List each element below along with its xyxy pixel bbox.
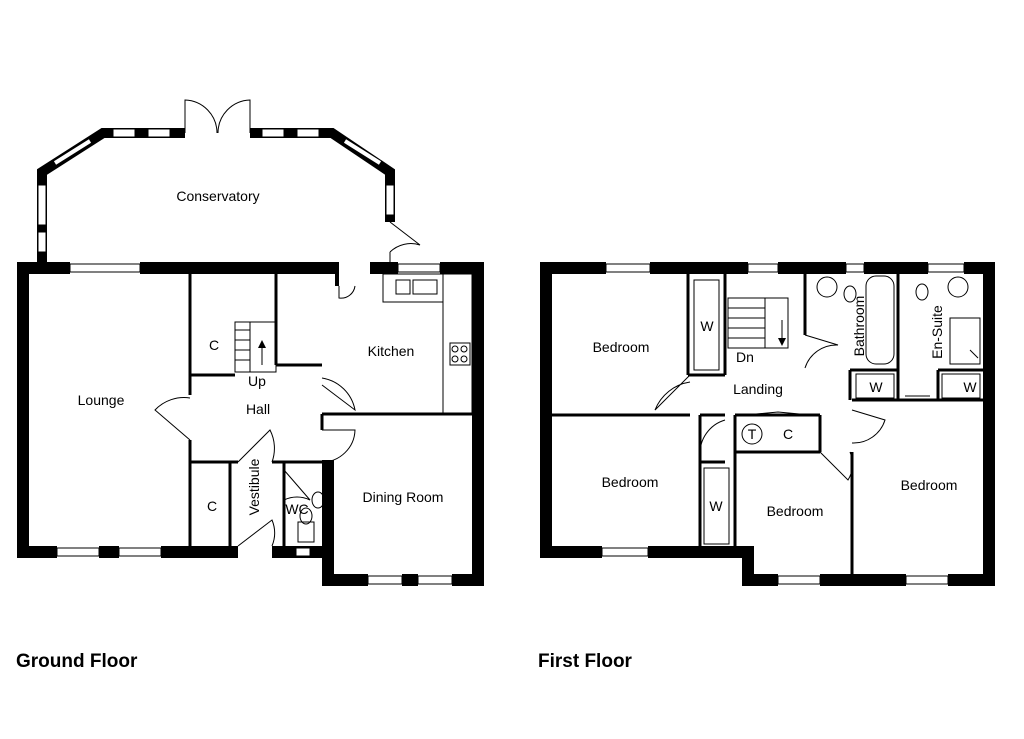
conservatory-frame (37, 99, 421, 262)
room-label-bedroom-3: Bedroom (767, 503, 824, 519)
wardrobe-label: W (709, 498, 723, 514)
tank-label: T (748, 426, 757, 442)
room-label-wc: WC (285, 501, 308, 517)
ground-floor-plan: Conservatory Lounge C Up Hall Kitchen C … (16, 99, 484, 672)
room-label-bedroom-1: Bedroom (593, 339, 650, 355)
room-label-dining-room: Dining Room (363, 489, 444, 505)
hob (449, 342, 471, 366)
stairs-up-label: Up (248, 373, 266, 389)
room-label-en-suite: En-Suite (929, 305, 945, 359)
wardrobe-label: W (700, 318, 714, 334)
room-label-bathroom: Bathroom (851, 296, 867, 357)
first-floor-title: First Floor (538, 651, 633, 672)
room-label-vestibule: Vestibule (246, 458, 262, 515)
room-label-cupboard-lower: C (207, 498, 217, 514)
first-floor-plan: Bedroom W Dn Bathroom En-Suite Landing W… (538, 262, 995, 672)
room-label-bedroom-2: Bedroom (602, 474, 659, 490)
room-label-hall: Hall (246, 401, 270, 417)
stairs (234, 321, 277, 373)
wardrobe-label: W (963, 379, 977, 395)
room-label-cupboard: C (209, 337, 219, 353)
stairs (727, 297, 789, 349)
wardrobe-label: W (869, 379, 883, 395)
stairs-down-label: Dn (736, 349, 754, 365)
room-label-landing: Landing (733, 381, 783, 397)
room-label-bedroom-4: Bedroom (901, 477, 958, 493)
cupboard-label: C (783, 426, 793, 442)
room-label-lounge: Lounge (78, 392, 125, 408)
ground-floor-title: Ground Floor (16, 651, 138, 672)
room-label-kitchen: Kitchen (368, 343, 415, 359)
room-label-conservatory: Conservatory (176, 188, 259, 204)
